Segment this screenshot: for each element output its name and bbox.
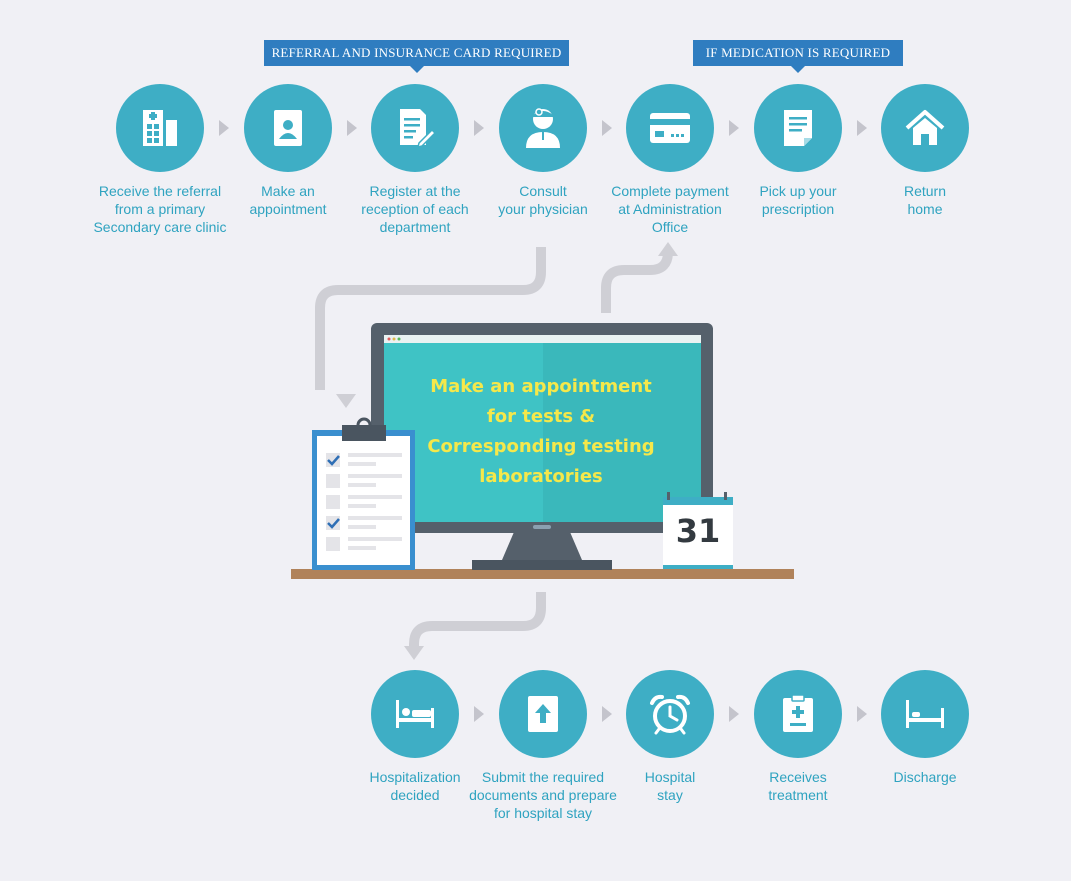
medical-chart-icon — [754, 670, 842, 758]
check-icon — [327, 455, 340, 466]
monitor-topbar — [384, 335, 701, 343]
prescription-icon — [754, 84, 842, 172]
desk — [291, 569, 794, 579]
arrow-right-icon — [474, 706, 484, 722]
medication-callout: IF MEDICATION IS REQUIRED — [693, 40, 903, 73]
arrow-right-icon — [729, 120, 739, 136]
arrow-right-icon — [474, 120, 484, 136]
alarm-clock-icon — [626, 670, 714, 758]
credit-card-icon — [626, 84, 714, 172]
calendar-icon — [663, 497, 733, 569]
upload-document-icon — [499, 670, 587, 758]
referral-callout: REFERRAL AND INSURANCE CARD REQUIRED — [264, 40, 569, 73]
form-pen-icon — [371, 84, 459, 172]
id-card-icon — [244, 84, 332, 172]
calendar-day: 31 — [675, 512, 721, 550]
flow-arrow-to-payment — [601, 251, 673, 313]
arrow-right-icon — [347, 120, 357, 136]
check-icon — [327, 518, 340, 529]
monitor-logo — [533, 525, 551, 529]
step-discharge: Discharge — [850, 670, 1000, 786]
arrow-right-icon — [857, 706, 867, 722]
arrow-right-icon — [729, 706, 739, 722]
bed-icon — [371, 670, 459, 758]
step-label: Discharge — [893, 769, 957, 785]
empty-bed-icon — [881, 670, 969, 758]
home-icon — [881, 84, 969, 172]
monitor-stand — [472, 560, 612, 570]
arrow-right-icon — [219, 120, 229, 136]
doctor-icon — [499, 84, 587, 172]
arrow-right-icon — [602, 120, 612, 136]
flow-arrow-to-payment-head — [658, 242, 678, 256]
flow-arrow-to-hospitalization — [409, 592, 546, 648]
arrow-right-icon — [602, 706, 612, 722]
hospital-icon — [116, 84, 204, 172]
flow-arrow-to-tests-head — [336, 394, 356, 408]
flow-arrow-to-hospitalization-head — [404, 646, 424, 660]
monitor-screen-shade — [543, 335, 701, 522]
clipboard-clip — [342, 425, 386, 441]
arrow-right-icon — [857, 120, 867, 136]
flow-arrow-to-tests — [315, 247, 546, 390]
monitor-neck — [502, 532, 582, 560]
